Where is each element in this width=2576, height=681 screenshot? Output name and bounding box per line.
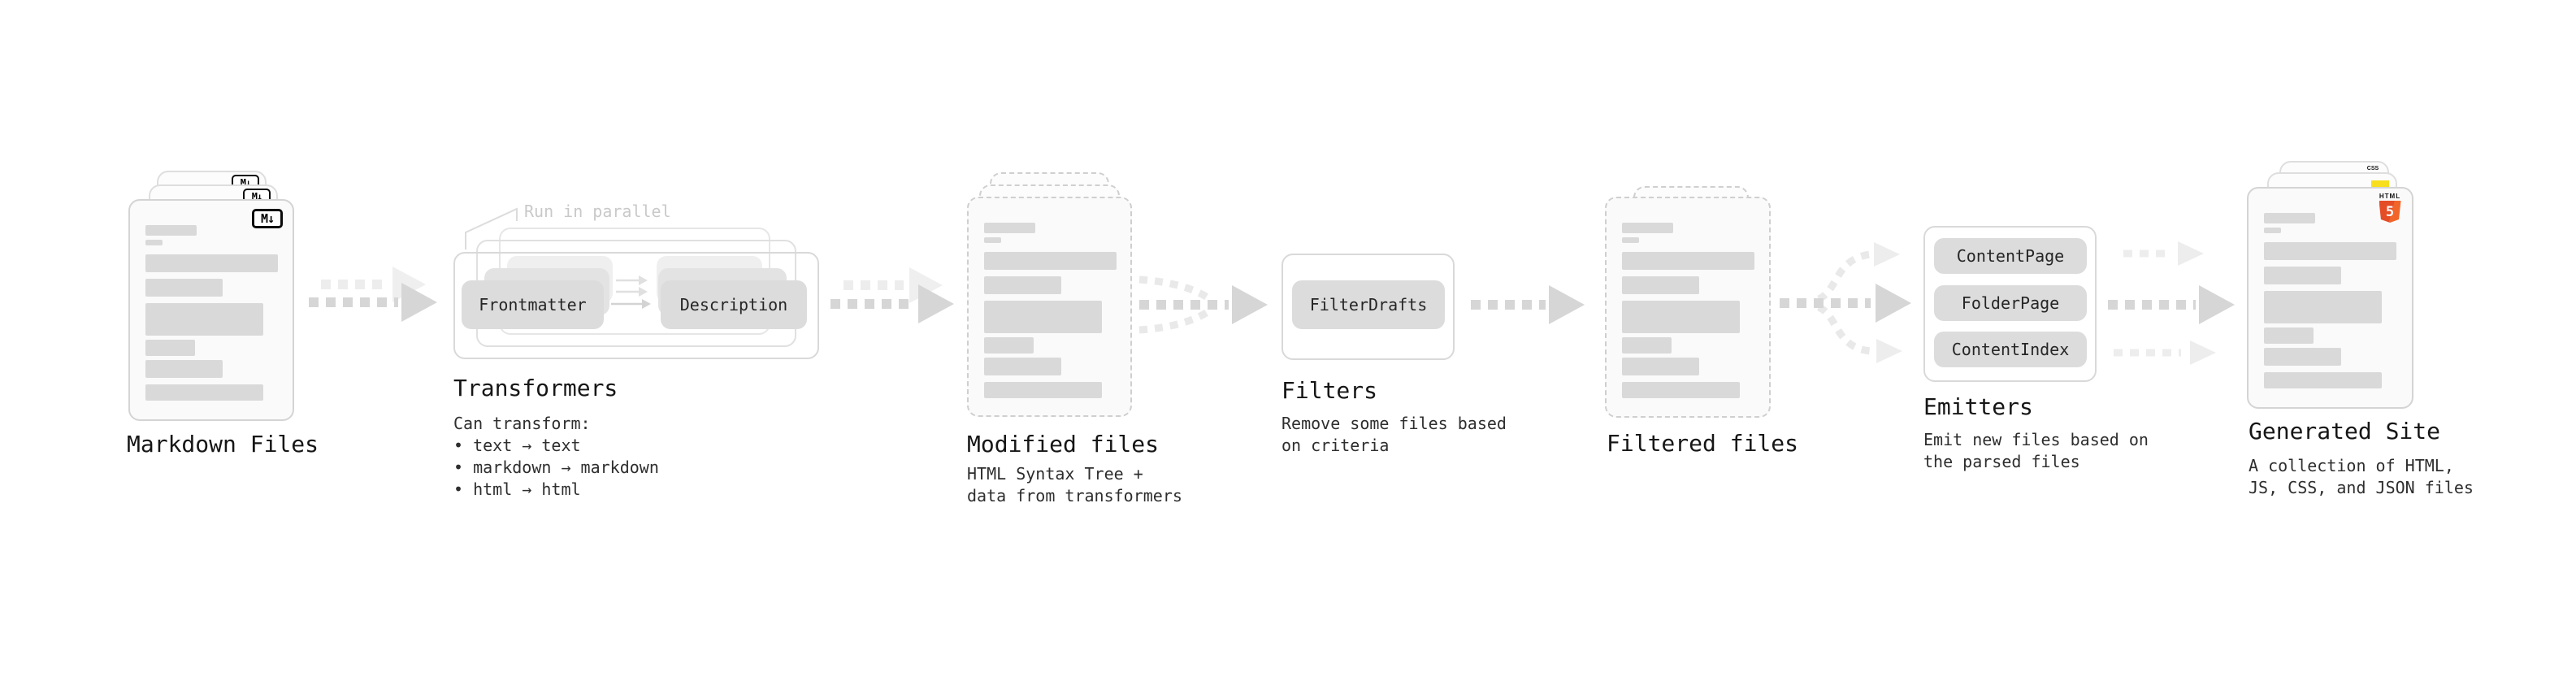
modified-files-description: HTML Syntax Tree + data from transformer… bbox=[967, 464, 1182, 505]
stage-title-transformers: Transformers bbox=[453, 375, 618, 401]
markdown-icon: M↓ bbox=[252, 209, 283, 228]
stage-title-modified-files: Modified files bbox=[967, 431, 1160, 458]
generated-file-card-front: HTML 5 bbox=[2247, 187, 2413, 409]
stage-title-filters: Filters bbox=[1281, 377, 1378, 404]
filtered-file-card-front bbox=[1605, 197, 1771, 418]
stage-title-generated-site: Generated Site bbox=[2249, 418, 2441, 445]
emitters-description: Emit new files based on the parsed files bbox=[1923, 430, 2149, 471]
js-icon bbox=[2371, 180, 2389, 188]
arrow-filtered-to-emitters bbox=[1780, 242, 1911, 363]
transformer-group-front bbox=[453, 252, 819, 359]
stage-title-filtered-files: Filtered files bbox=[1607, 430, 1799, 457]
transformers-description: Can transform: • text → text • markdown … bbox=[453, 414, 659, 499]
emitters-group bbox=[1923, 226, 2097, 382]
description-pill: Description bbox=[661, 280, 807, 329]
filters-description: Remove some files based on criteria bbox=[1281, 414, 1507, 455]
frontmatter-pill: Frontmatter bbox=[462, 280, 604, 329]
document-placeholder-lines bbox=[145, 225, 278, 401]
run-in-parallel-note: Run in parallel bbox=[524, 202, 671, 221]
filterdrafts-pill: FilterDrafts bbox=[1292, 280, 1445, 329]
stage-title-markdown-files: Markdown Files bbox=[127, 431, 319, 458]
arrow-markdown-to-transformers bbox=[309, 267, 437, 322]
html5-icon: HTML 5 bbox=[2378, 193, 2402, 223]
generated-site-description: A collection of HTML, JS, CSS, and JSON … bbox=[2249, 456, 2474, 497]
modified-file-card-front bbox=[967, 197, 1132, 417]
arrow-filters-to-filtered bbox=[1471, 285, 1585, 324]
document-placeholder-lines bbox=[984, 223, 1117, 398]
filters-group bbox=[1281, 254, 1455, 360]
folderpage-pill: FolderPage bbox=[1934, 285, 2087, 321]
contentpage-pill: ContentPage bbox=[1934, 238, 2087, 274]
arrow-transformers-to-modified bbox=[830, 267, 954, 323]
document-placeholder-lines bbox=[2264, 213, 2396, 388]
markdown-file-card-front: M↓ bbox=[128, 199, 294, 421]
note-leader-line bbox=[465, 207, 518, 249]
stage-title-emitters: Emitters bbox=[1923, 393, 2033, 420]
arrow-modified-to-filters bbox=[1138, 275, 1268, 334]
pill-arrows bbox=[611, 275, 651, 309]
contentindex-pill: ContentIndex bbox=[1934, 332, 2087, 367]
document-placeholder-lines bbox=[1622, 223, 1754, 398]
arrow-emitters-to-generated bbox=[2108, 241, 2235, 365]
